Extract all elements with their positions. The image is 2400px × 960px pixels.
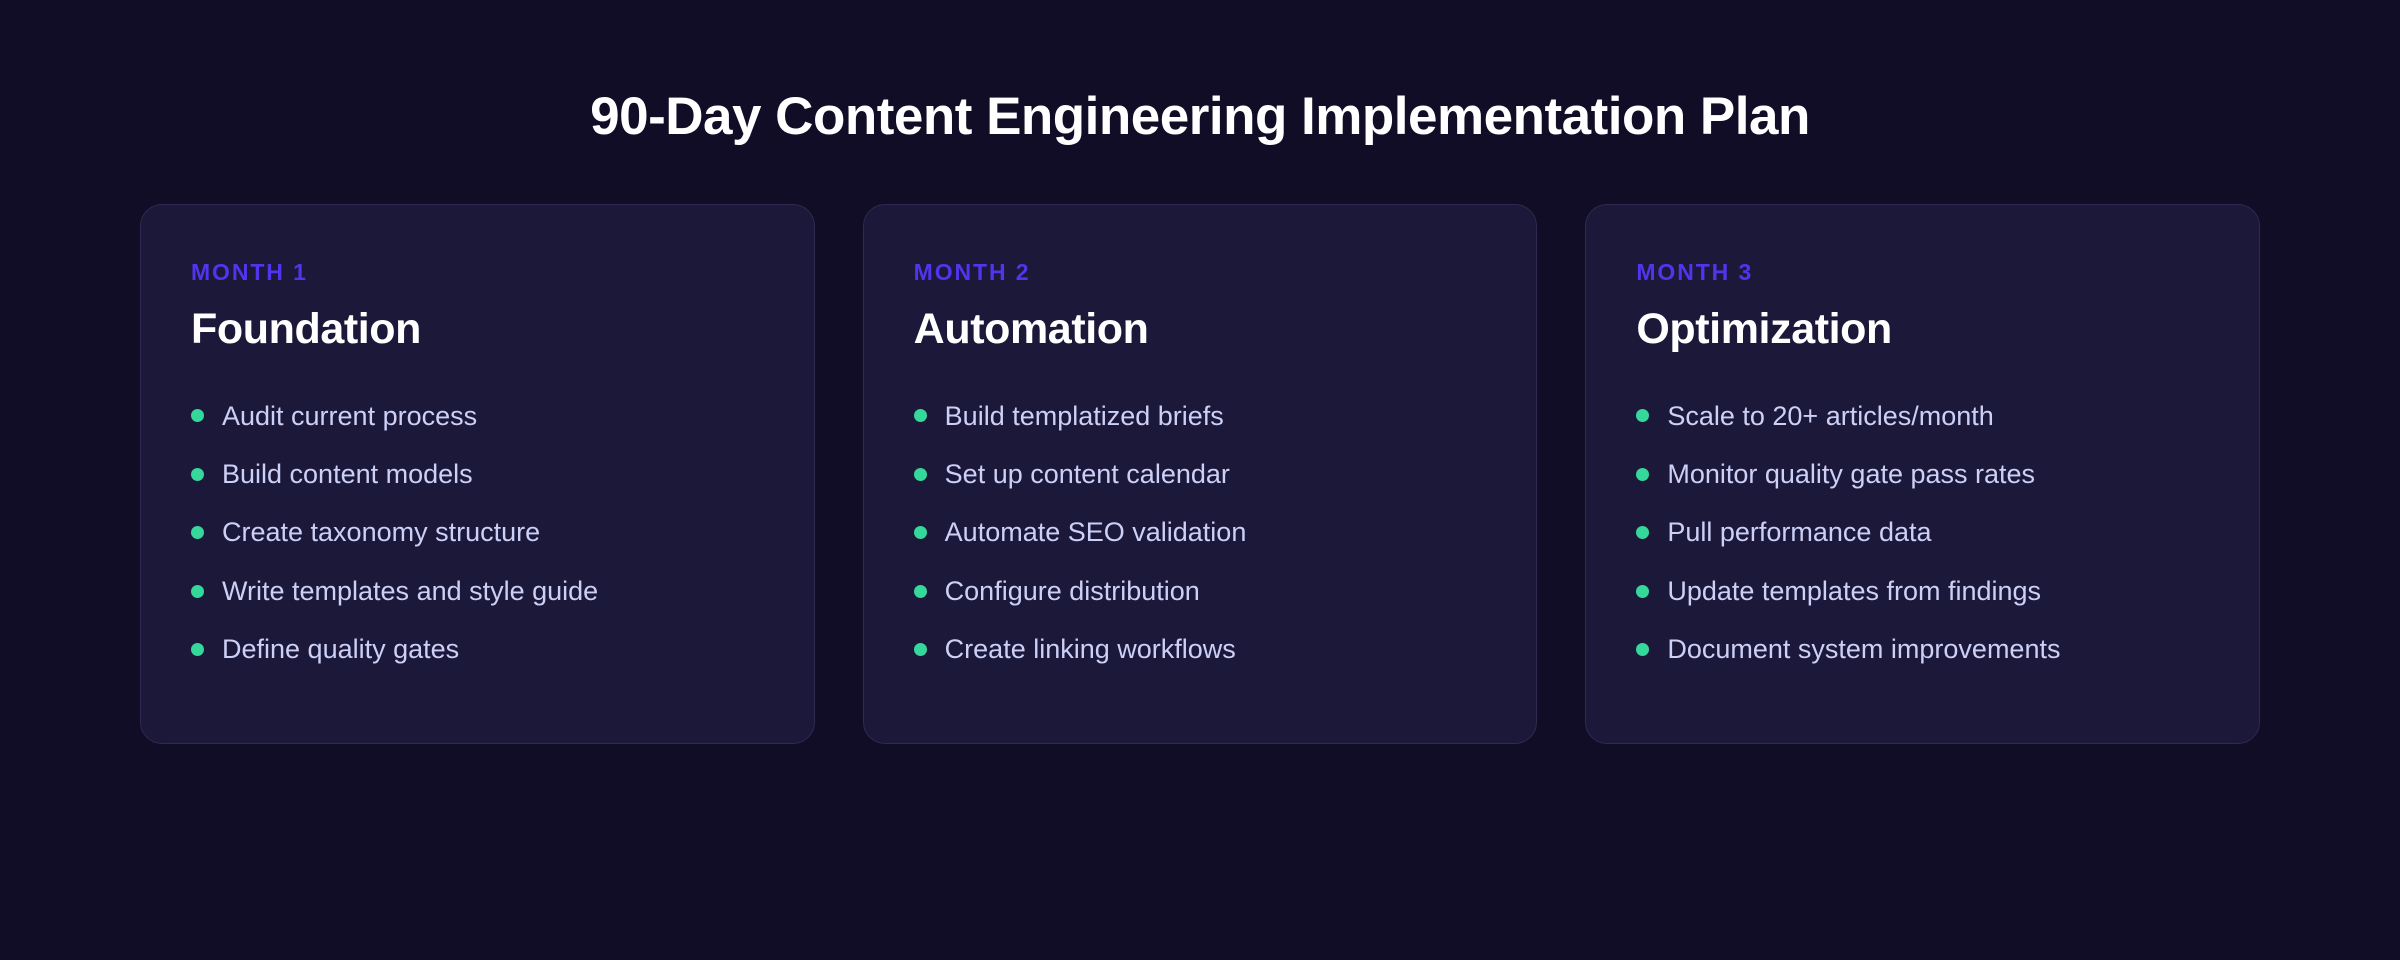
list-item: Scale to 20+ articles/month — [1636, 398, 2209, 434]
bullet-dot-icon — [913, 584, 927, 598]
task-label: Automate SEO validation — [944, 517, 1247, 548]
bullet-dot-icon — [191, 526, 204, 540]
list-item: Create linking workflows — [913, 631, 1487, 667]
bullet-dot-icon — [191, 467, 204, 481]
bullet-dot-icon — [913, 526, 927, 540]
list-item: Define quality gates — [191, 631, 764, 667]
month-title-3: Optimization — [1636, 305, 1892, 354]
task-label: Define quality gates — [222, 634, 460, 665]
bullet-dot-icon — [191, 643, 204, 657]
list-item: Set up content calendar — [913, 456, 1487, 492]
task-label: Create linking workflows — [944, 634, 1236, 665]
list-item: Build content models — [191, 456, 764, 492]
month-card-1: MONTH 1 Foundation Audit current process… — [140, 204, 815, 745]
bullet-dot-icon — [1636, 409, 1650, 423]
list-item: Build templatized briefs — [913, 398, 1487, 434]
list-item: Pull performance data — [1636, 514, 2209, 550]
task-label: Build templatized briefs — [944, 400, 1224, 431]
bullet-dot-icon — [1636, 584, 1650, 598]
bullet-dot-icon — [913, 409, 927, 423]
month-card-grid: MONTH 1 Foundation Audit current process… — [0, 204, 2400, 745]
list-item: Monitor quality gate pass rates — [1636, 456, 2209, 492]
task-label: Monitor quality gate pass rates — [1667, 459, 2036, 490]
list-item: Document system improvements — [1636, 631, 2209, 667]
task-label: Scale to 20+ articles/month — [1667, 400, 1994, 431]
list-item: Automate SEO validation — [913, 514, 1487, 550]
task-label: Audit current process — [222, 400, 478, 431]
task-label: Write templates and style guide — [222, 575, 599, 606]
task-label: Update templates from findings — [1667, 575, 2042, 606]
list-item: Write templates and style guide — [191, 573, 764, 609]
task-list-3: Scale to 20+ articles/month Monitor qual… — [1636, 398, 2209, 668]
bullet-dot-icon — [913, 467, 927, 481]
bullet-dot-icon — [191, 584, 204, 598]
bullet-dot-icon — [191, 409, 204, 423]
month-label-3: MONTH 3 — [1636, 259, 1754, 286]
list-item: Update templates from findings — [1636, 573, 2209, 609]
month-card-3: MONTH 3 Optimization Scale to 20+ articl… — [1585, 204, 2261, 745]
bullet-dot-icon — [1636, 643, 1650, 657]
task-label: Create taxonomy structure — [222, 517, 541, 548]
task-label: Build content models — [222, 459, 473, 490]
task-list-2: Build templatized briefs Set up content … — [913, 398, 1487, 668]
task-label: Document system improvements — [1667, 634, 2061, 665]
bullet-dot-icon — [1636, 526, 1650, 540]
list-item: Audit current process — [191, 398, 764, 434]
month-label-2: MONTH 2 — [913, 259, 1031, 286]
task-label: Set up content calendar — [944, 459, 1230, 490]
page-title: 90-Day Content Engineering Implementatio… — [590, 87, 1810, 146]
month-title-2: Automation — [913, 305, 1149, 354]
list-item: Create taxonomy structure — [191, 514, 764, 550]
list-item: Configure distribution — [913, 573, 1487, 609]
bullet-dot-icon — [913, 643, 927, 657]
task-label: Pull performance data — [1667, 517, 1932, 548]
task-label: Configure distribution — [944, 575, 1200, 606]
month-card-2: MONTH 2 Automation Build templatized bri… — [862, 204, 1538, 745]
month-title-1: Foundation — [191, 305, 422, 354]
month-label-1: MONTH 1 — [191, 259, 308, 286]
task-list-1: Audit current process Build content mode… — [191, 398, 764, 668]
bullet-dot-icon — [1636, 467, 1650, 481]
